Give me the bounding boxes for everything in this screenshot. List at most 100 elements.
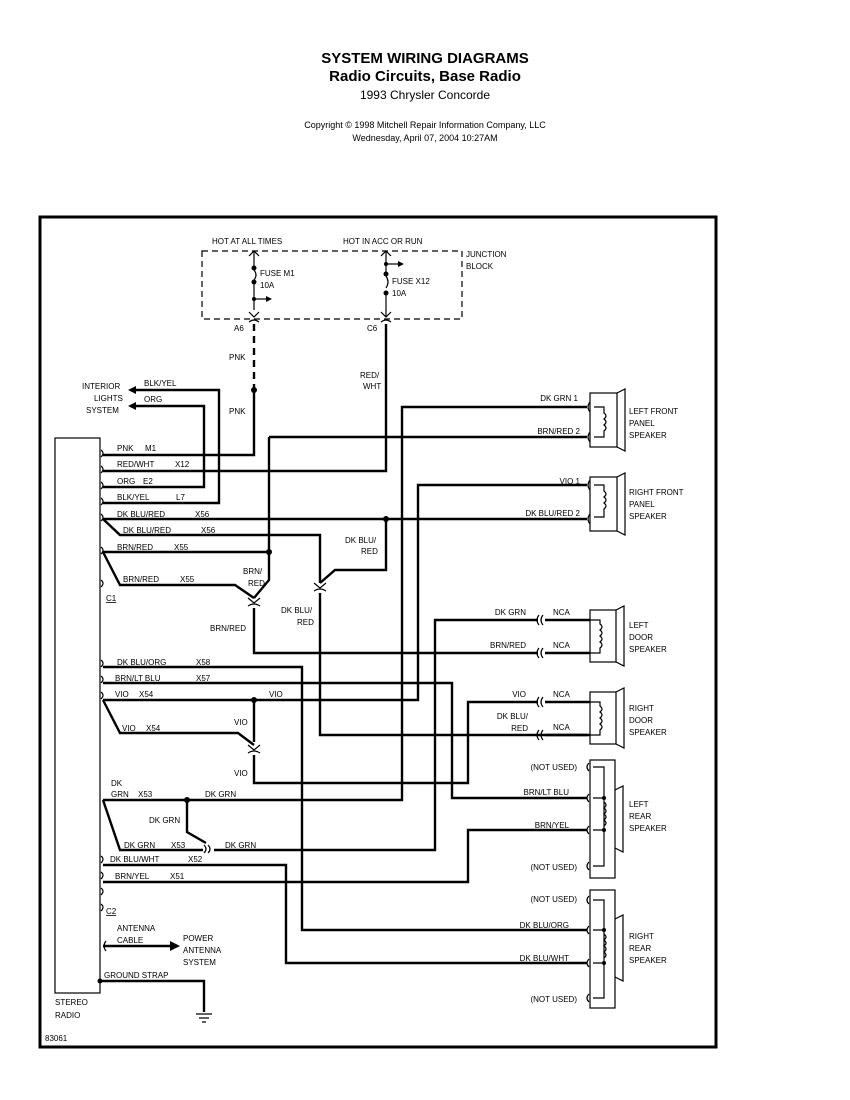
fuse-m1-icon: [253, 269, 257, 281]
speaker-coil-icon: [603, 801, 607, 827]
ground-strap-label: GROUND STRAP: [104, 971, 168, 980]
junction-block-label: JUNCTION: [466, 250, 507, 259]
arrow-right-icon: [266, 296, 272, 302]
speaker-magnet-icon: [589, 609, 617, 663]
brn-red-wire-2: [101, 551, 255, 599]
fuse-terminal: [251, 265, 257, 271]
org-wire: [103, 404, 206, 489]
antenna-cable-label-2: CABLE: [117, 936, 143, 945]
speaker-label: LEFT FRONT: [629, 407, 678, 416]
pin-color-label: DK BLU/RED: [117, 510, 165, 519]
speaker-label: RIGHT FRONT: [629, 488, 684, 497]
pin-circuit-label: L7: [176, 493, 185, 502]
pin-color-label: BRN/RED: [123, 575, 159, 584]
dkblu-red-to-rd-speaker: [318, 593, 587, 737]
splice-dot: [602, 828, 606, 832]
speaker-label: DOOR: [629, 633, 653, 642]
connector-c2-terminals: [100, 659, 104, 912]
fuse-m1-rating: 10A: [260, 281, 275, 290]
dk-grn-to-ld-speaker: [214, 618, 538, 852]
stereo-radio-box: [54, 437, 101, 994]
speaker-label: RIGHT: [629, 704, 654, 713]
dk-grn-to-lf-speaker: [187, 405, 587, 802]
junction-block-outline: [201, 250, 463, 320]
pin-color-label: BLK/YEL: [117, 493, 150, 502]
red-wht-wire: [103, 324, 388, 473]
speaker-magnet-icon: [589, 759, 616, 879]
pin-label: VIO 1: [560, 477, 581, 486]
wire-label: BRN/RED: [210, 624, 246, 633]
wire-label: RED: [248, 579, 265, 588]
wire-label: VIO: [234, 718, 248, 727]
arrow-icon: [248, 250, 260, 257]
dk-grn-wire-2: [101, 799, 203, 852]
speaker-label: LEFT: [629, 621, 649, 630]
speaker-cone-icon: [615, 687, 625, 749]
connector-icon: [247, 744, 261, 754]
arrow-icon: [380, 250, 392, 257]
splice-dot: [602, 796, 606, 800]
dk-grn-splice-down: [185, 800, 207, 845]
pin-circuit-label: X55: [180, 575, 195, 584]
wire-label: DK GRN: [225, 841, 256, 850]
fuse-m1-label: FUSE M1: [260, 269, 295, 278]
arrow-left-icon: [128, 402, 136, 410]
pin-circuit-label: X56: [195, 510, 210, 519]
nca-label: NCA: [553, 723, 571, 732]
fuse-x12-rating: 10A: [392, 289, 407, 298]
speaker-cone-icon: [614, 785, 624, 853]
wire-label: VIO: [234, 769, 248, 778]
connector-c1-label: C1: [106, 594, 117, 603]
fuse-x12-icon: [385, 275, 389, 289]
pin-color-label: DK GRN: [124, 841, 155, 850]
page-title: SYSTEM WIRING DIAGRAMS: [321, 50, 529, 67]
hot-at-all-times-label: HOT AT ALL TIMES: [212, 237, 282, 246]
hot-in-acc-label: HOT IN ACC OR RUN: [343, 237, 423, 246]
wire-label: BRN/RED: [490, 641, 526, 650]
figure-id: 83061: [45, 1034, 68, 1043]
connector-c6-label: C6: [367, 324, 378, 333]
right-rear-speaker: (NOT USED) DK BLU/ORG DK BLU/WHT (NOT US…: [520, 889, 667, 1009]
speaker-leads: [545, 618, 590, 655]
connector-a6-icon: [248, 311, 260, 323]
speaker-label: REAR: [629, 944, 651, 953]
speaker-magnet-icon: [589, 889, 616, 1009]
pnk-wire: [103, 390, 256, 457]
diagram-frame: [38, 215, 718, 1049]
pin-circuit-label: X53: [138, 790, 153, 799]
pin-label: DK BLU/RED 2: [525, 509, 580, 518]
speaker-coil-icon: [594, 484, 607, 518]
pin-circuit-label: X55: [174, 543, 189, 552]
wire-label: BRN/: [243, 567, 263, 576]
connector-icon: [313, 582, 327, 592]
connector-icon: [203, 844, 211, 854]
arrow-right-icon: [170, 941, 180, 951]
not-used-label: (NOT USED): [530, 863, 577, 872]
brn-red-to-ld-speaker: [252, 608, 538, 655]
pin-circuit-label: X56: [201, 526, 216, 535]
brn-yel-wire: [103, 828, 587, 884]
wire-label: BLK/YEL: [144, 379, 177, 388]
vio-wire-2: [101, 699, 255, 746]
speaker-leads: [545, 700, 590, 737]
vio-to-rf-speaker: [254, 483, 587, 702]
interior-lights-label-3: SYSTEM: [86, 406, 119, 415]
pin-color-label: DK BLU/WHT: [110, 855, 159, 864]
connector-a6-label: A6: [234, 324, 244, 333]
connector-c2-label: C2: [106, 907, 117, 916]
pin-color-label: VIO: [122, 724, 136, 733]
splice-dot: [602, 961, 606, 965]
nca-label: NCA: [553, 641, 571, 650]
fuse-terminal: [383, 271, 389, 277]
splice-dot: [602, 928, 606, 932]
pin-color-label: PNK: [117, 444, 134, 453]
speaker-cone-icon: [616, 472, 626, 536]
fuse-terminal: [251, 279, 257, 285]
speaker-cone-icon: [615, 605, 625, 667]
arrow-left-icon: [128, 386, 136, 394]
speaker-label: SPEAKER: [629, 956, 667, 965]
wire-label: WHT: [363, 382, 381, 391]
speaker-label: SPEAKER: [629, 824, 667, 833]
connector-c1-terminals: [100, 449, 104, 588]
